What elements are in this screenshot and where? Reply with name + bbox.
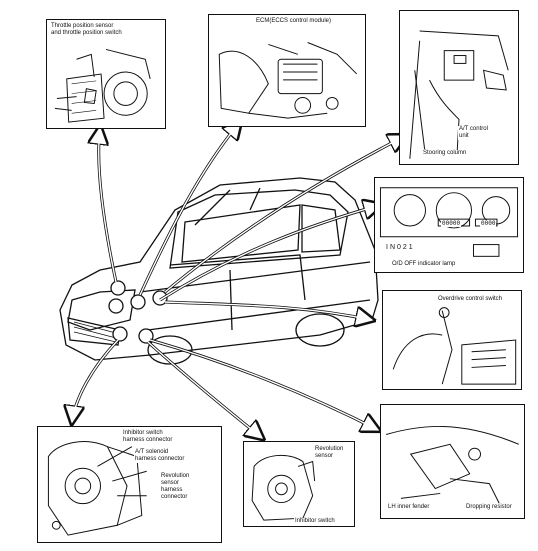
loc-engine-b (138, 328, 154, 344)
loc-at-unit (152, 290, 168, 306)
panel-instrument-cluster: 00000 0000 IN021 O/D OFF indicator lamp (374, 177, 524, 273)
panel-throttle-sensor: Throttle position sensor and throttle po… (46, 19, 166, 129)
minivan-outline (59, 177, 379, 365)
odometer-readout: 00000 (441, 220, 462, 227)
throttle-body-drawing (54, 48, 151, 123)
ecm-drawing (218, 42, 358, 119)
panel-overdrive-switch: Overdrive control switch (382, 290, 522, 390)
dropping-resistor-drawing (386, 426, 520, 504)
label-od-off-lamp: O/D OFF indicator lamp (391, 261, 457, 268)
loc-throttle (110, 280, 126, 296)
label-dropping-resistor: Dropping resistor (465, 504, 513, 511)
label-overdrive-switch: Overdrive control switch (437, 296, 504, 303)
trip-readout: 0000 (480, 220, 497, 227)
label-revolution-sensor: Revolution sensor (314, 446, 345, 460)
label-lh-inner-fender: LH inner fender (387, 504, 431, 511)
panel-ecm: ECM(ECCS control module) (208, 14, 366, 127)
label-ecm: ECM(ECCS control module) (255, 18, 333, 25)
revolution-sensor-drawing (251, 454, 316, 521)
label-throttle-sensor: Throttle position sensor and throttle po… (50, 23, 123, 37)
panel-dropping-resistor: LH inner fender Dropping resistor (380, 404, 525, 519)
panel-transaxle-connectors: Inhibitor switch harness connector A/T s… (37, 426, 222, 543)
at-control-unit-drawing (409, 30, 509, 159)
overdrive-switch-drawing (392, 307, 517, 385)
loc-front (108, 298, 124, 314)
label-at-control-unit: A/T control unit (458, 126, 489, 140)
label-inhibitor-switch: Inhibitor switch (294, 518, 336, 525)
panel-revolution-sensor: Revolution sensor Inhibitor switch (243, 441, 355, 527)
label-steering-column: Stooring column (422, 150, 468, 157)
gear-indicator: IN021 (385, 244, 416, 252)
label-inhibitor-harness: Inhibitor switch harness connector (122, 430, 174, 444)
transaxle-drawing (47, 441, 147, 536)
label-solenoid-harness: A/T solenoid harness connector (134, 449, 186, 463)
label-revolution-sensor-harness: Revolution sensor harness connector (160, 473, 191, 501)
loc-ecm (130, 294, 146, 310)
loc-engine-a (112, 326, 128, 342)
panel-at-control-unit: A/T control unit Stooring column (399, 10, 519, 165)
